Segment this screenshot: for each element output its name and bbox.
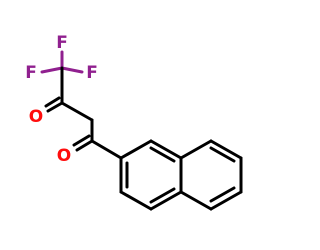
atom-o-upper: O	[29, 107, 43, 127]
ring-bond-11	[179, 190, 213, 211]
ring-bond-2	[149, 139, 183, 160]
bond-c2-ch2	[60, 101, 94, 122]
ring-bond-1	[119, 139, 153, 160]
ring-double-bond-2	[149, 146, 176, 163]
bond-c2-o-upper-2	[44, 96, 61, 108]
atom-o-lower: O	[57, 146, 71, 166]
ring-double-bond-4	[209, 146, 236, 163]
structure-diagram: F F F O O	[25, 33, 243, 211]
ring-bond-5	[119, 190, 153, 211]
ring-bond-10	[209, 190, 243, 211]
atom-f-left: F	[25, 63, 37, 83]
bond-c2-o-upper-1	[46, 101, 64, 113]
ring-double-bond-3	[149, 187, 176, 204]
ring-bond-4	[149, 190, 183, 211]
bond-c-f-left	[40, 66, 64, 74]
ring-bond-7	[179, 139, 213, 160]
bond-c4-o-lower-1	[75, 139, 94, 152]
bond-c4-naphthyl	[90, 139, 123, 160]
ring-double-bond-5	[209, 186, 236, 203]
bond-c-f-right	[60, 66, 84, 74]
atom-f-right: F	[86, 63, 98, 83]
bond-c4-o-lower-2	[72, 134, 91, 147]
atom-f-top: F	[56, 33, 68, 53]
molecule-drawing: F F F O O	[25, 33, 243, 211]
ring-bond-8	[209, 139, 243, 160]
